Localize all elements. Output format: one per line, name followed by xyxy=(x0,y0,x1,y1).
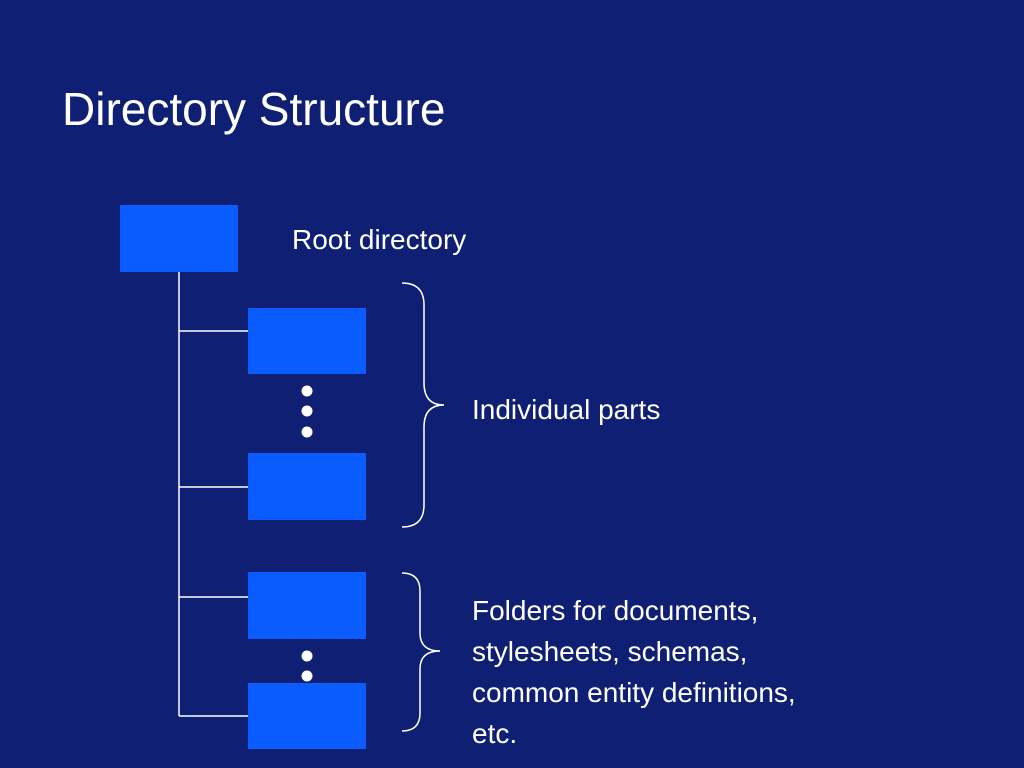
folders-ellipsis-dots xyxy=(301,650,313,682)
part-box-1 xyxy=(248,308,366,374)
ellipsis-dot xyxy=(301,650,313,662)
folders-curly-brace xyxy=(401,572,441,732)
folder-box-1 xyxy=(248,572,366,639)
ellipsis-dot xyxy=(301,385,313,397)
ellipsis-dot xyxy=(301,426,313,438)
individual-parts-label: Individual parts xyxy=(472,394,661,425)
root-directory-label: Root directory xyxy=(292,224,467,255)
folders-label-line: etc. xyxy=(472,718,518,749)
tree-connectors xyxy=(178,272,248,717)
ellipsis-dot xyxy=(301,670,313,682)
folder-box-2 xyxy=(248,683,366,749)
parts-curly-brace xyxy=(401,282,445,528)
parts-ellipsis-dots xyxy=(301,385,313,438)
folders-label-line: stylesheets, schemas, xyxy=(472,636,748,667)
folders-label-line: Folders for documents, xyxy=(472,595,759,626)
folders-label: Folders for documents, stylesheets, sche… xyxy=(472,590,892,754)
ellipsis-dot xyxy=(301,405,313,417)
root-directory-box xyxy=(120,205,238,272)
folders-label-line: common entity definitions, xyxy=(472,677,796,708)
slide-title: Directory Structure xyxy=(62,83,446,135)
part-box-2 xyxy=(248,453,366,520)
